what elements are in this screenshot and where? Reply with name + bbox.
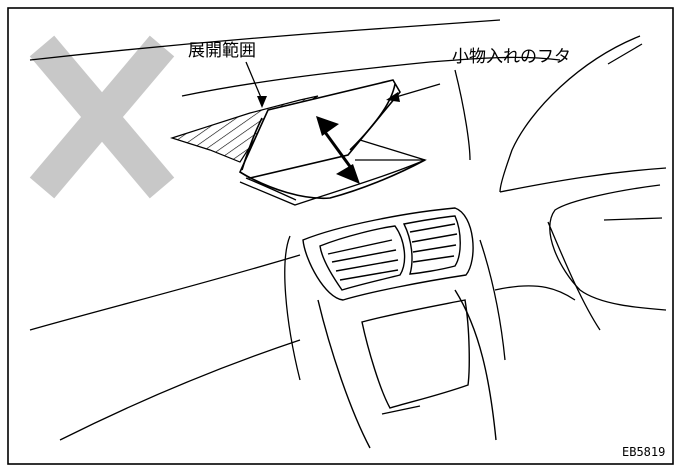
small-item-lid-label: 小物入れのフタ bbox=[452, 47, 571, 67]
dashboard-outline bbox=[29, 19, 667, 441]
center-console bbox=[302, 207, 497, 449]
prohibition-cross-icon bbox=[29, 35, 175, 199]
figure-code: EB5819 bbox=[622, 445, 665, 459]
deployment-range-label: 展開範囲 bbox=[188, 41, 256, 61]
double-arrow-icon bbox=[316, 116, 360, 184]
label-small-item-lid: 小物入れのフタ bbox=[386, 43, 643, 102]
label-deployment-range: 展開範囲 bbox=[188, 41, 267, 108]
